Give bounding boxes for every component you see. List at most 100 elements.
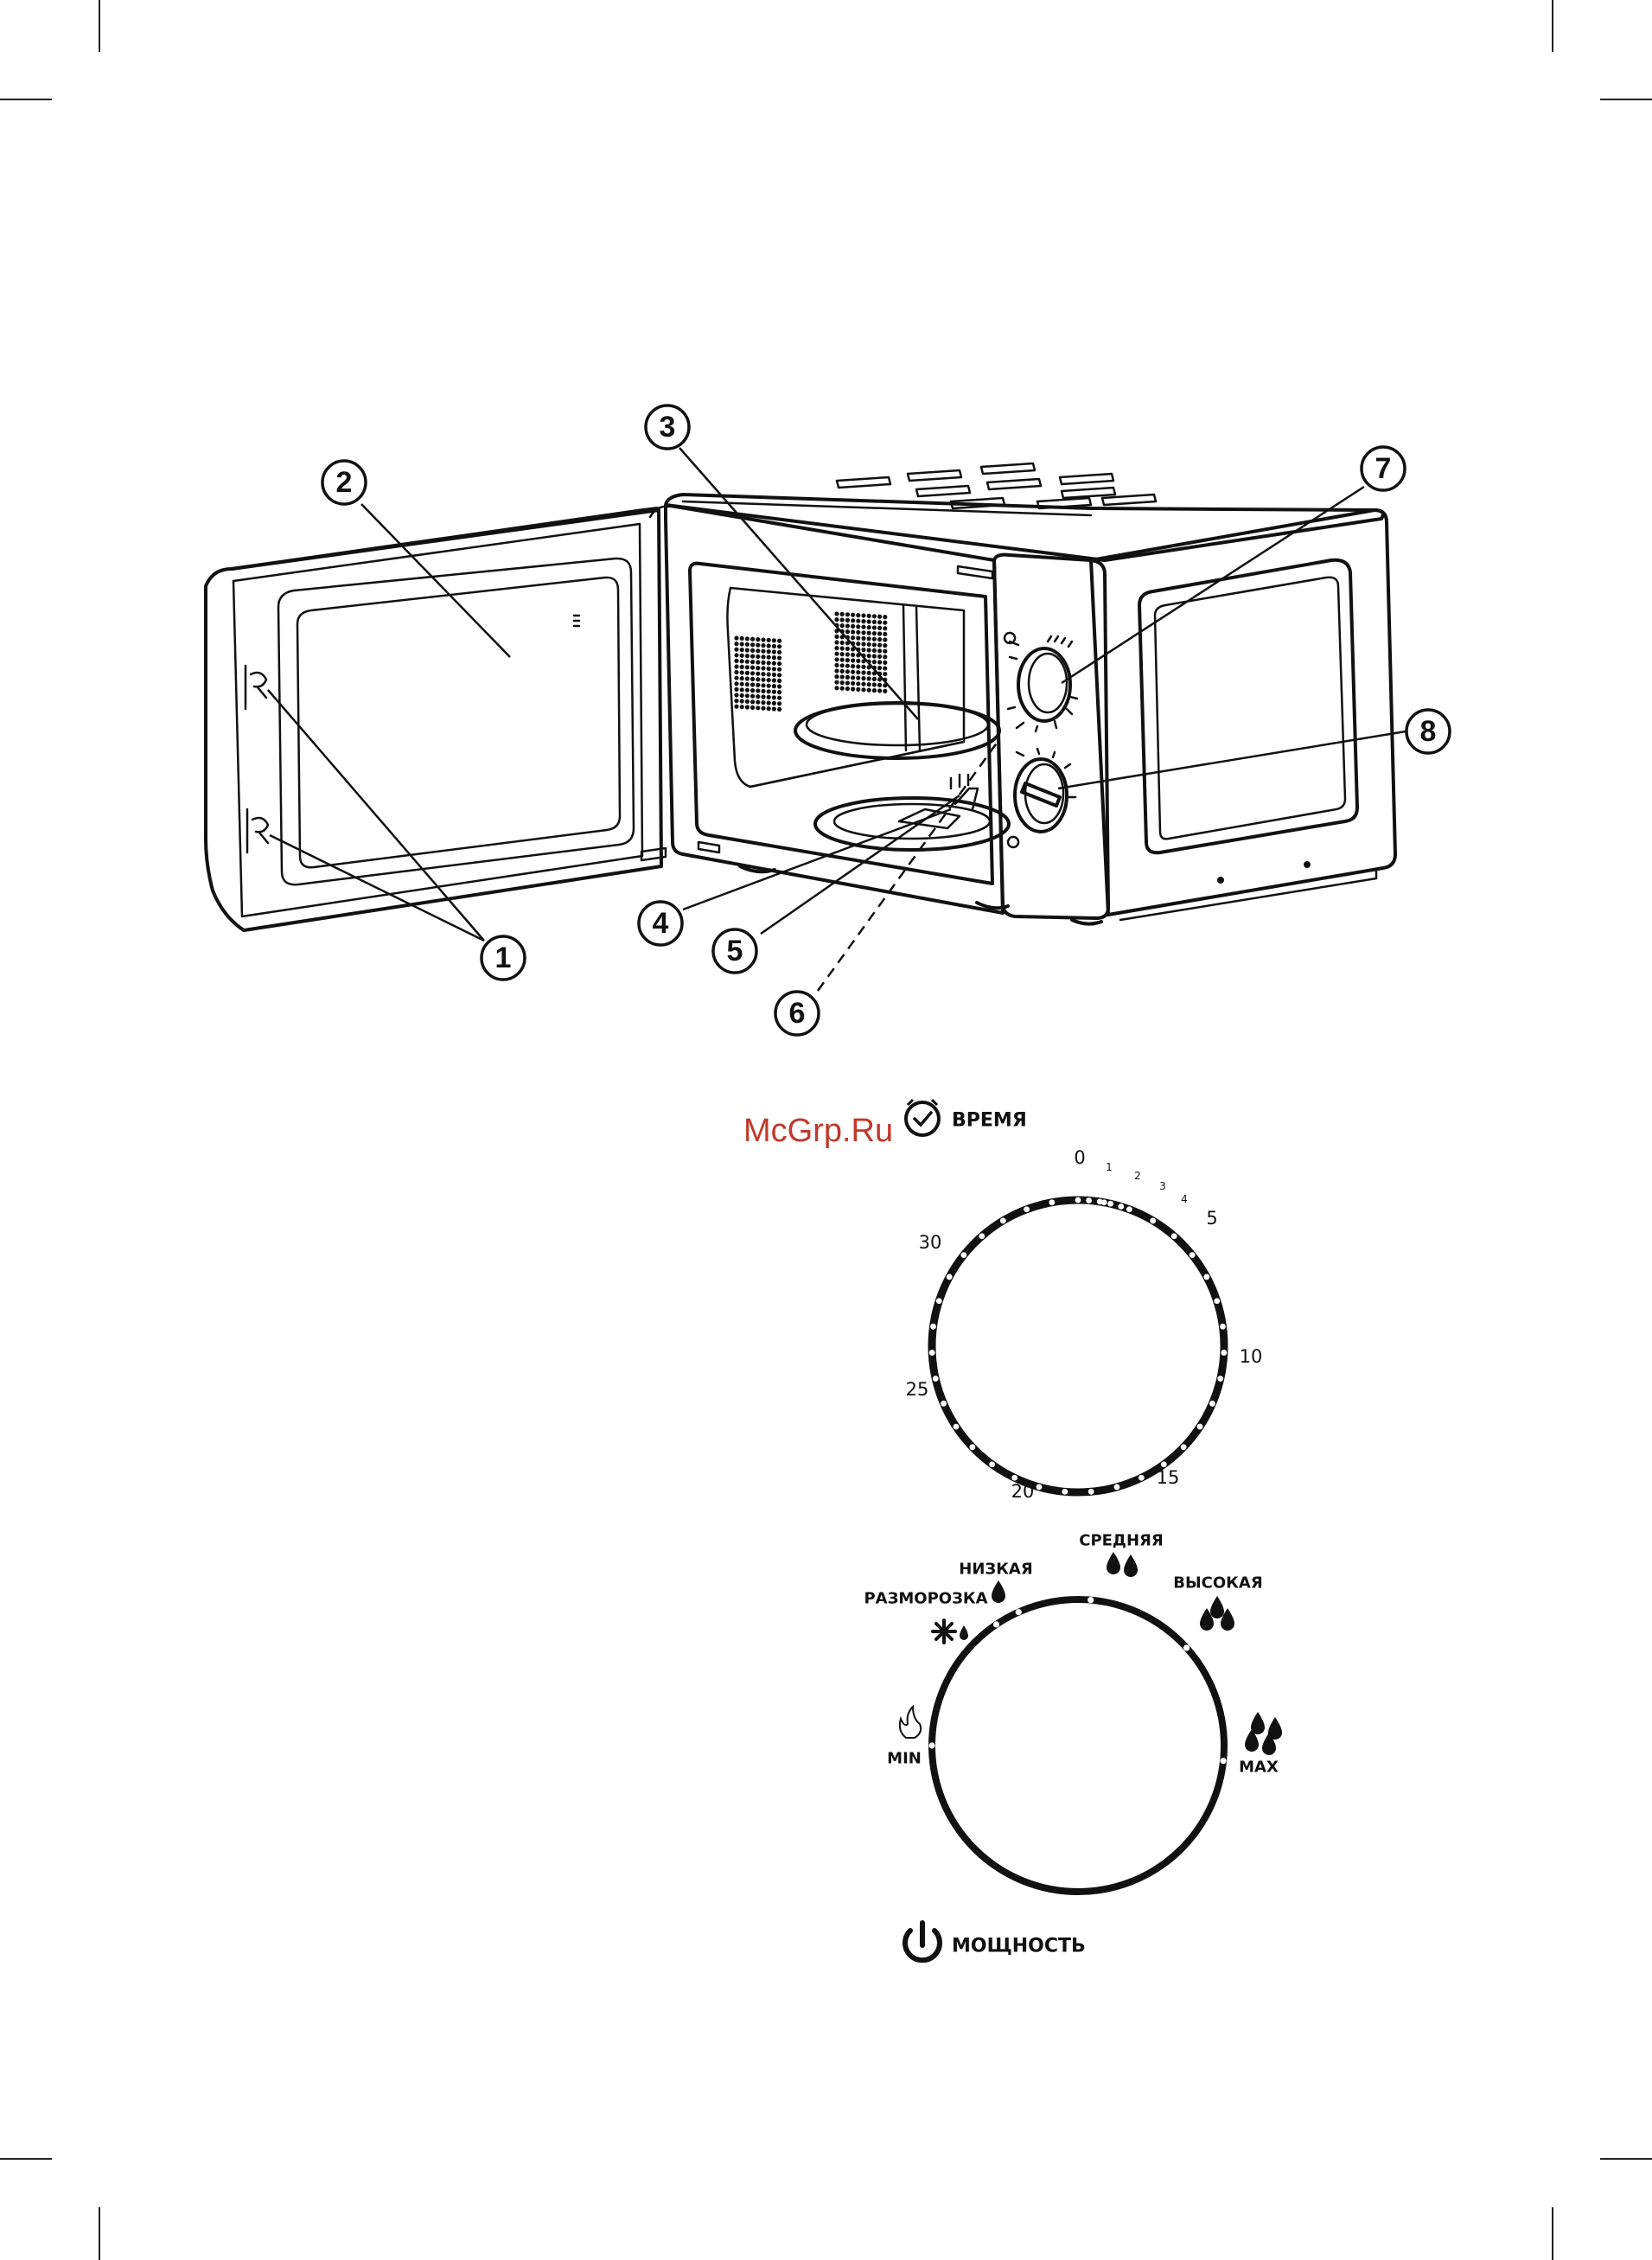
grill-hole [872,642,877,647]
timer-dot [1011,1475,1017,1481]
grill-hole [761,689,765,693]
grill-hole [845,629,850,634]
grill-hole [872,682,877,686]
timer-dot [1171,1233,1177,1239]
timer-dot [941,1401,947,1407]
grill-hole [767,700,771,705]
grill-hole [767,706,771,711]
grill-hole [767,689,771,693]
grill-hole [734,648,738,652]
grill-hole [851,624,855,629]
grill-hole [777,639,781,643]
grill-hole [745,671,749,675]
grill-hole [845,647,850,651]
grill-hole [845,612,850,616]
grill-hole [845,618,850,622]
power-level-high: ВЫСОКАЯ [1173,1574,1262,1593]
grill-hole [845,686,850,691]
grill-hole [877,620,882,624]
grill-hole [777,684,781,688]
timer-knob[interactable] [1005,633,1077,731]
grill-hole [851,653,855,657]
power-dial-ring [932,1599,1224,1892]
grill-hole [772,638,776,642]
grill-hole [856,659,860,663]
grill-hole [834,611,839,616]
grill-hole [761,654,765,659]
timer-dot [1203,1274,1209,1280]
grill-hole [851,658,855,662]
grill-hole [772,673,776,677]
grill-hole [840,663,845,667]
double-drop-icon [1107,1552,1138,1577]
power-dot [928,1742,934,1748]
svg-text:6: 6 [789,997,806,1030]
grill-hole [734,676,738,680]
power-knob[interactable] [1008,749,1075,847]
grill-hole [851,681,855,686]
grill-hole [872,648,877,653]
grill-hole [834,663,839,667]
grill-hole [877,637,882,642]
grill-hole [861,648,865,652]
grill-hole [745,660,749,664]
timer-dot [1086,1197,1092,1203]
power-dot [1220,1758,1226,1764]
grill-hole [756,666,760,670]
timer-dot [1088,1489,1094,1495]
grill-hole [750,654,755,658]
grill-hole [883,661,887,665]
grill-hole [872,614,877,618]
grill-hole [856,635,860,640]
svg-text:2: 2 [336,466,353,499]
timer-dial-title: ВРЕМЯ [952,1110,1027,1132]
grill-hole [767,661,771,665]
grill-hole [877,654,882,659]
callout-2: 2 [322,461,366,504]
grill-hole [834,640,839,644]
timer-label-30: 30 [919,1232,942,1253]
timer-label-15: 15 [1157,1467,1180,1488]
grill-hole [772,655,776,660]
power-dial: MIN РАЗМОРОЗКА НИЗКАЯ СРЕДНЯЯ ВЫСОКАЯ MA… [864,1532,1282,1961]
grill-hole [840,680,845,685]
power-level-low: НИЗКАЯ [959,1561,1032,1579]
timer-dot [1220,1324,1226,1330]
grill-hole [861,670,865,674]
grill-hole [750,671,755,675]
grill-hole [777,661,781,666]
grill-hole [772,678,776,682]
grill-hole [772,690,776,694]
snowflake-drop-icon [933,1620,968,1643]
grill-hole [756,700,760,705]
svg-text:5: 5 [727,935,743,967]
grill-hole [777,679,781,683]
timer-dot [1197,1424,1203,1430]
grill-hole [761,706,765,711]
timer-dot [1000,1218,1006,1224]
power-dial-title: МОЩНОСТЬ [952,1936,1086,1957]
grill-hole [845,664,850,668]
grill-hole [840,612,845,616]
timer-dot [960,1252,966,1258]
grill-hole [761,683,765,687]
grill-hole [734,699,738,703]
timer-dot [1024,1206,1030,1212]
grill-hole [767,678,771,682]
grill-hole [740,648,744,652]
grill-hole [834,668,839,673]
grill-hole [740,705,744,709]
open-door [206,507,669,930]
grill-hole [877,626,882,630]
wave-guide-grill-left [734,635,781,712]
grill-hole [756,688,760,693]
grill-hole [772,661,776,666]
timer-dot [1209,1401,1215,1407]
timer-dot [1114,1484,1120,1491]
timer-label-25: 25 [906,1379,929,1400]
grill-hole [750,705,755,710]
grill-hole [734,687,738,692]
grill-hole [745,682,749,686]
wave-guide-grill-right [834,611,887,693]
grill-hole [867,631,871,635]
